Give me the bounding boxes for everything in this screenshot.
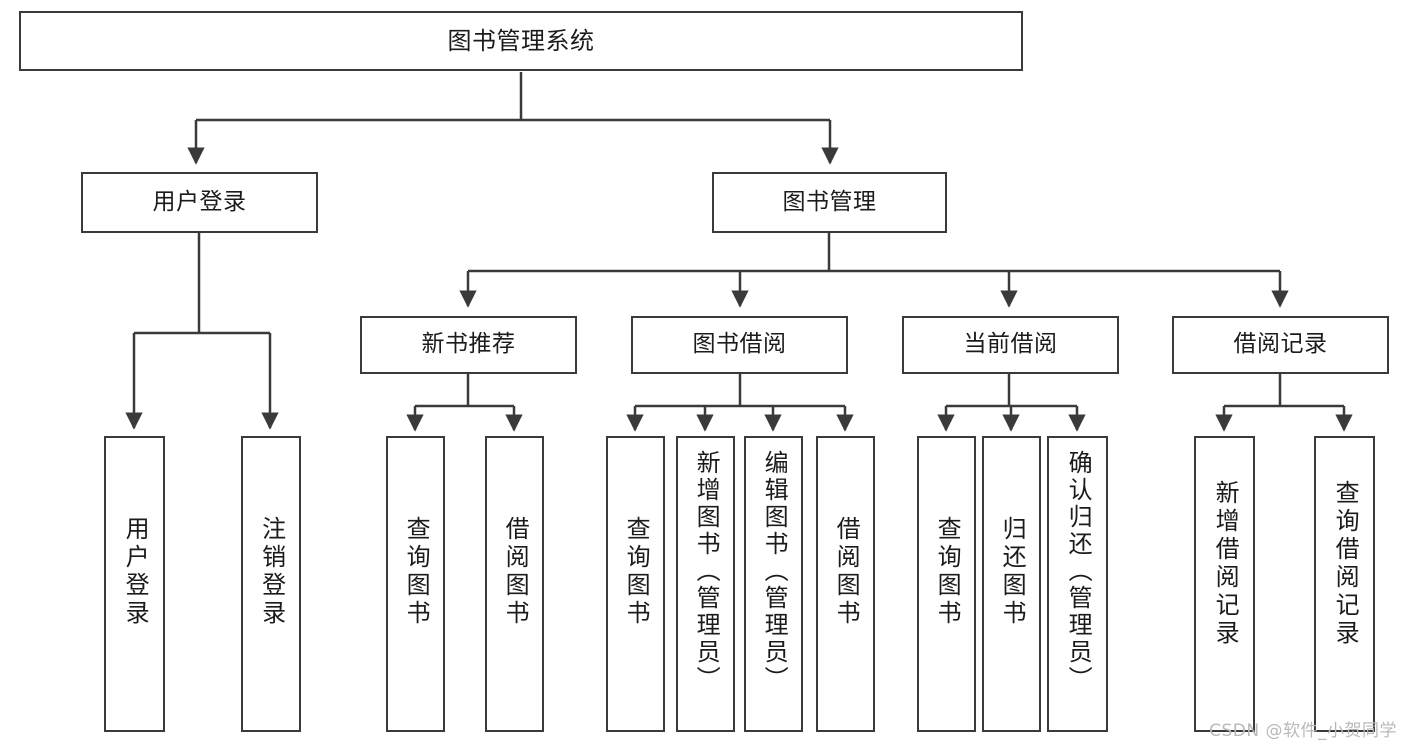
node-leaf-return-book-label: 归还图书 <box>998 516 1027 628</box>
node-leaf-add-record-label: 新增借阅记录 <box>1211 480 1240 648</box>
node-leaf-borrow-book-2-label: 借阅图书 <box>832 516 861 628</box>
node-book-borrow[interactable]: 图书借阅 <box>631 316 848 374</box>
node-leaf-logout[interactable]: 注销登录 <box>241 436 301 732</box>
node-leaf-query-book-2-label: 查询图书 <box>622 516 651 628</box>
node-current-borrow-label: 当前借阅 <box>963 331 1058 358</box>
node-leaf-add-book-label: 新增图书（管理员） <box>692 450 721 693</box>
node-user-login-label: 用户登录 <box>152 188 247 215</box>
node-leaf-edit-book[interactable]: 编辑图书（管理员） <box>744 436 803 732</box>
node-leaf-borrow-book-2[interactable]: 借阅图书 <box>816 436 875 732</box>
node-leaf-add-book[interactable]: 新增图书（管理员） <box>676 436 735 732</box>
node-leaf-query-record[interactable]: 查询借阅记录 <box>1314 436 1375 732</box>
watermark-label: CSDN @软件_小贺同学 <box>1209 721 1397 741</box>
node-leaf-confirm-return-label: 确认归还（管理员） <box>1064 450 1093 693</box>
node-book-manage-label: 图书管理 <box>782 188 877 215</box>
node-leaf-borrow-book-1-label: 借阅图书 <box>501 516 530 628</box>
node-leaf-query-book-3-label: 查询图书 <box>933 516 962 628</box>
node-leaf-query-book-1[interactable]: 查询图书 <box>386 436 445 732</box>
node-user-login[interactable]: 用户登录 <box>81 172 318 233</box>
node-book-manage[interactable]: 图书管理 <box>712 172 947 233</box>
node-leaf-user-login-label: 用户登录 <box>121 516 150 628</box>
node-leaf-query-book-2[interactable]: 查询图书 <box>606 436 665 732</box>
node-leaf-query-book-1-label: 查询图书 <box>402 516 431 628</box>
node-book-borrow-label: 图书借阅 <box>692 331 787 358</box>
node-new-book-rec[interactable]: 新书推荐 <box>360 316 577 374</box>
node-leaf-query-book-3[interactable]: 查询图书 <box>917 436 976 732</box>
node-leaf-user-login[interactable]: 用户登录 <box>104 436 165 732</box>
node-new-book-rec-label: 新书推荐 <box>421 331 516 358</box>
node-root-label: 图书管理系统 <box>447 26 595 55</box>
node-root[interactable]: 图书管理系统 <box>19 11 1023 71</box>
node-borrow-record-label: 借阅记录 <box>1233 331 1328 358</box>
node-leaf-add-record[interactable]: 新增借阅记录 <box>1194 436 1255 732</box>
node-leaf-borrow-book-1[interactable]: 借阅图书 <box>485 436 544 732</box>
node-leaf-confirm-return[interactable]: 确认归还（管理员） <box>1047 436 1108 732</box>
node-borrow-record[interactable]: 借阅记录 <box>1172 316 1389 374</box>
node-leaf-logout-label: 注销登录 <box>257 516 286 628</box>
node-current-borrow[interactable]: 当前借阅 <box>902 316 1119 374</box>
node-leaf-edit-book-label: 编辑图书（管理员） <box>760 450 789 693</box>
node-leaf-return-book[interactable]: 归还图书 <box>982 436 1041 732</box>
node-leaf-query-record-label: 查询借阅记录 <box>1331 480 1360 648</box>
